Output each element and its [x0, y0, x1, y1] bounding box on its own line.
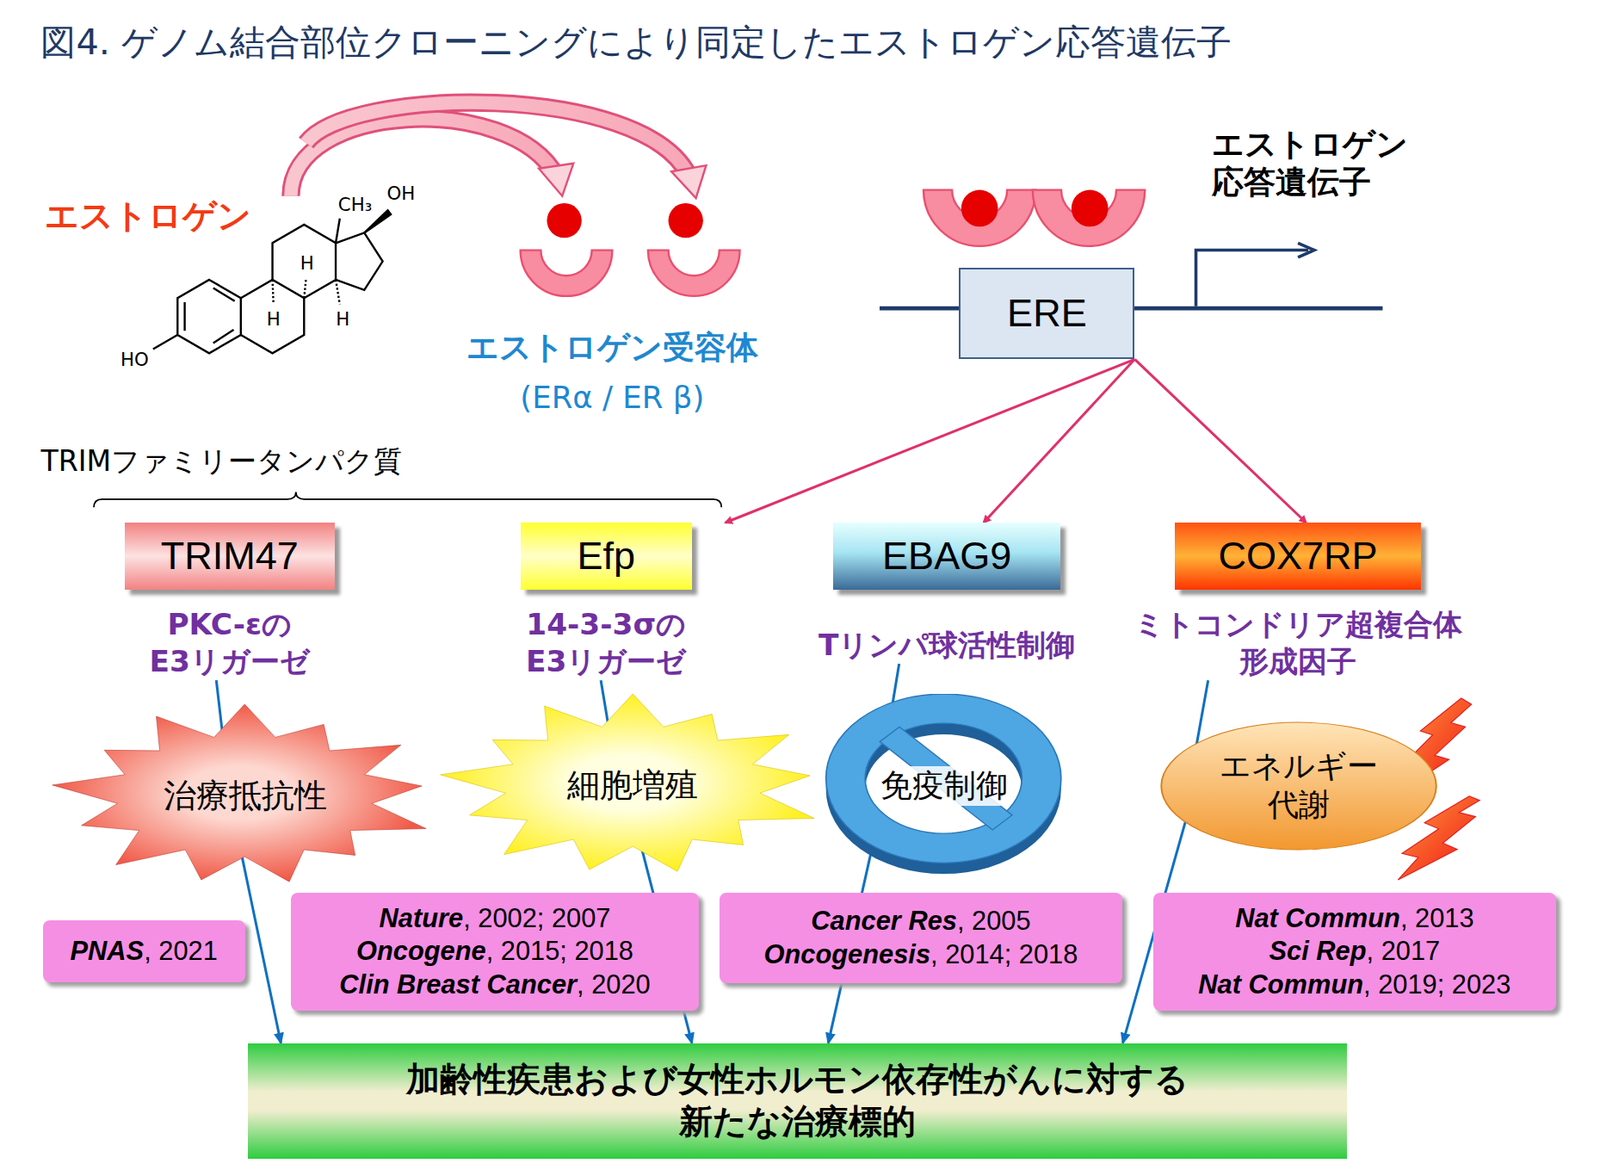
gene-box: COX7RP	[1174, 522, 1421, 590]
gene-node: TRIM47PKC-εの E3リガーゼ	[97, 522, 363, 680]
ref-text: Oncogene, 2015; 2018	[356, 934, 634, 969]
chemical-label: H	[300, 252, 315, 275]
gene-function: ミトコンドリア超複合体 形成因子	[1093, 605, 1502, 680]
ellipse-shape	[1158, 719, 1440, 853]
ere-text: ERE	[1006, 289, 1088, 338]
chemical-label: HO	[120, 348, 149, 371]
ref-text: Nat Commun, 2019; 2023	[1198, 968, 1511, 1002]
estrogen-label: エストロゲン	[44, 196, 252, 237]
binding-arrows	[290, 102, 707, 198]
ellipse-text: エネルギー 代謝	[1210, 747, 1388, 824]
gene-function: 14-3-3σの E3リガーゼ	[473, 605, 739, 680]
chemical-label: CH₃	[338, 193, 372, 217]
gene-box: EBAG9	[833, 522, 1061, 590]
gene-node: EBAG9Tリンパ球活性制御	[763, 522, 1131, 664]
gene-function: Tリンパ球活性制御	[818, 626, 1075, 664]
ref-text: Oncogenesis, 2014; 2018	[764, 938, 1079, 972]
band-node: 加齢性疾患および女性ホルモン依存性がんに対する 新たな治療標的	[247, 1043, 1347, 1159]
ref-text: Sci Rep, 2017	[1269, 934, 1441, 969]
star-text: 治療抵抗性	[163, 775, 328, 816]
gene-name: TRIM47	[160, 533, 299, 579]
receptor-subtitle: (ERα / ER β)	[519, 379, 705, 417]
ref-text: Nat Commun, 2013	[1235, 901, 1474, 936]
ellipse-node: エネルギー 代謝	[1158, 719, 1440, 853]
chemical-label: H	[335, 308, 350, 331]
star-node: 治療抵抗性	[50, 704, 439, 888]
gene-box: TRIM47	[124, 522, 335, 590]
ref-text: PNAS, 2021	[70, 934, 218, 969]
receptor-label: エストロゲン受容体	[466, 328, 759, 367]
activation-arrow	[983, 358, 1136, 523]
receptor-shapes	[520, 203, 741, 297]
star-node: 細胞増殖	[438, 693, 828, 878]
bound-receptors	[923, 190, 1145, 247]
star-text: 細胞増殖	[567, 765, 699, 806]
diagram-title: 図4. ゲノム結合部位クローニングにより同定したエストロゲン応答遺伝子	[40, 18, 1232, 67]
chemical-label: OH	[387, 182, 416, 205]
gene-box: Efp	[520, 522, 692, 590]
band-text: 加齢性疾患および女性ホルモン依存性がんに対する 新たな治療標的	[393, 1058, 1202, 1143]
ref-text: Clin Breast Cancer, 2020	[339, 968, 650, 1002]
nosign-node: 免疫制御	[821, 693, 1067, 878]
ref-text: Cancer Res, 2005	[810, 904, 1031, 939]
ref-node: PNAS, 2021	[43, 920, 246, 982]
nosign-text: 免疫制御	[877, 766, 1012, 806]
gene-label: エストロゲン 応答遺伝子	[1211, 125, 1421, 202]
ref-text: Nature, 2002; 2007	[379, 901, 612, 936]
ref-node: Cancer Res, 2005Oncogenesis, 2014; 2018	[719, 892, 1123, 983]
gene-node: COX7RP ミトコンドリア超複合体 形成因子	[1093, 522, 1502, 680]
gene-node: Efp 14-3-3σの E3リガーゼ	[473, 522, 739, 680]
gene-name: Efp	[576, 533, 636, 579]
chemical-label: H	[266, 308, 281, 331]
bracket	[93, 492, 722, 508]
activation-arrow	[725, 358, 1136, 523]
gene-name: COX7RP	[1217, 533, 1378, 579]
gene-name: EBAG9	[882, 533, 1012, 579]
family-label: TRIMファミリータンパク質	[40, 444, 402, 479]
gene-function: PKC-εの E3リガーゼ	[97, 605, 363, 680]
ere-node: ERE	[958, 267, 1135, 360]
ref-node: Nat Commun, 2013Sci Rep, 2017Nat Commun,…	[1153, 892, 1557, 1010]
activation-arrow	[1134, 358, 1306, 523]
ref-node: Nature, 2002; 2007Oncogene, 2015; 2018Cl…	[290, 892, 699, 1010]
